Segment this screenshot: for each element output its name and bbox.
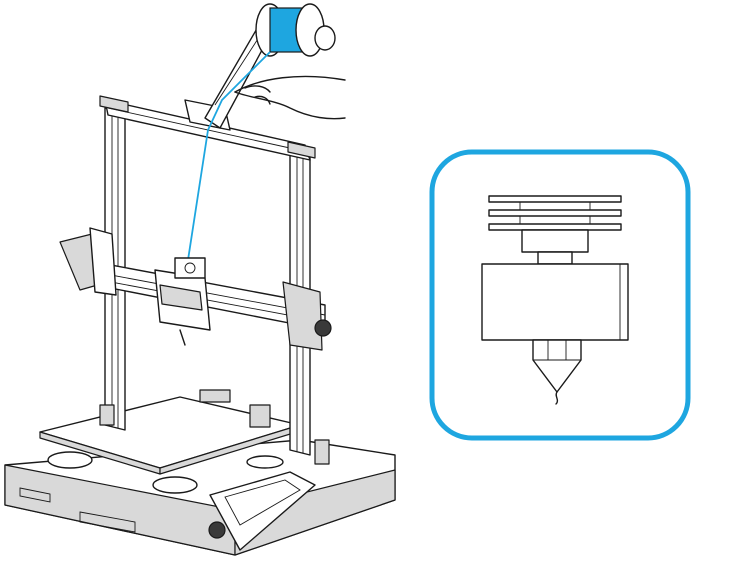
print-head: [154, 257, 211, 346]
filament-path: [187, 51, 271, 261]
heater-block: [481, 263, 629, 341]
heatsink-fin: [488, 223, 622, 231]
heatsink-fin: [488, 209, 622, 217]
printer-base: [4, 439, 396, 556]
bed-wheel: [246, 455, 284, 469]
spool-cap: [314, 25, 336, 51]
extruder: [174, 257, 206, 279]
x-gantry: [59, 227, 332, 351]
z-motors: [99, 389, 330, 465]
hand-illustration: [234, 75, 346, 120]
control-panel: [208, 471, 316, 551]
nozzle-callout: [429, 149, 691, 441]
control-knob: [208, 521, 226, 539]
z-knob: [314, 319, 332, 337]
bed-wheel: [152, 476, 198, 494]
heatsink-fin: [488, 195, 622, 203]
spool-holder: [184, 3, 336, 131]
extruded-filament: [555, 391, 559, 405]
throat: [537, 251, 573, 265]
nozzle: [532, 339, 582, 393]
heat-break: [521, 229, 589, 253]
bed-wheel: [47, 451, 93, 469]
